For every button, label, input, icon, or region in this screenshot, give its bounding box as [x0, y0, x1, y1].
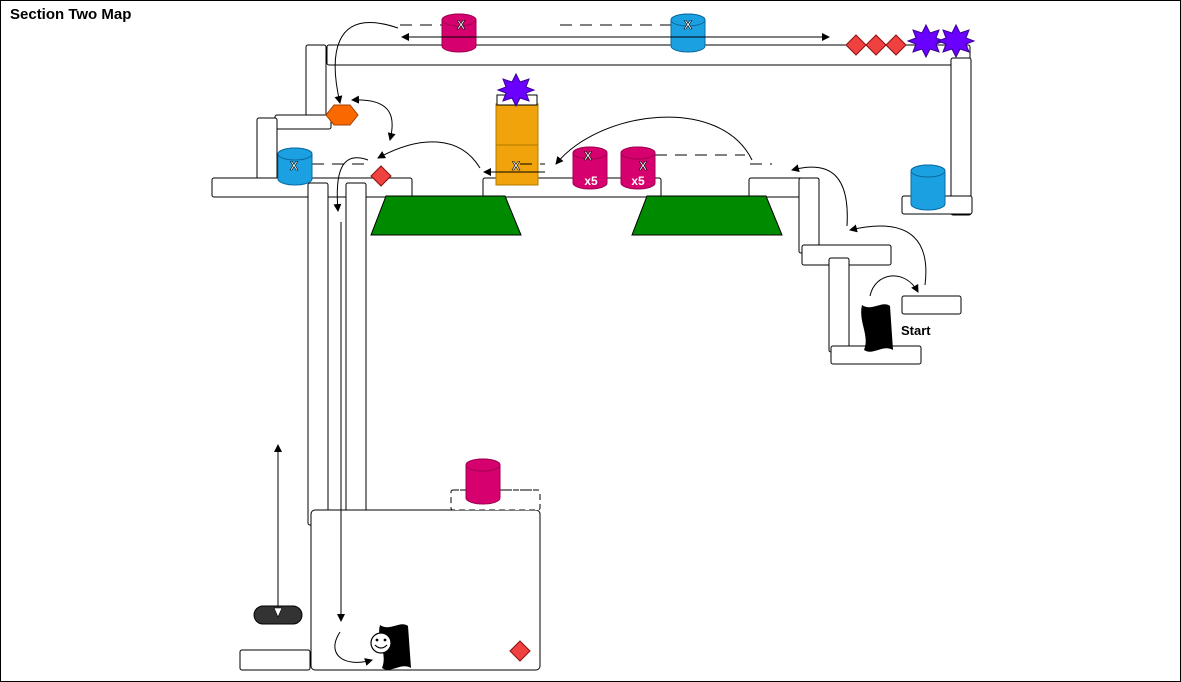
cylinder-mark: X [639, 159, 647, 173]
arrow-to-goal [334, 631, 373, 666]
green-ramp-right [631, 195, 783, 236]
left-shaft-wall [307, 182, 329, 526]
star-icon [496, 72, 536, 108]
cylinder-blue-right [910, 164, 946, 211]
purple-stars [496, 23, 976, 108]
red-diamonds [370, 34, 907, 662]
diamond-icon [845, 34, 867, 56]
chevron-down-icon [273, 607, 283, 618]
cylinder-blue-left [277, 147, 313, 186]
star-icon [936, 23, 976, 59]
start-label: Start [901, 323, 931, 338]
cylinder-mark: X [290, 159, 298, 173]
arrow-mid-to-diamond [377, 141, 481, 169]
bottom-room [310, 509, 541, 671]
top-left-post [305, 44, 327, 119]
arrow-start-jump [869, 275, 919, 297]
platforms [211, 44, 973, 671]
cylinder-magenta-mid-b [620, 146, 656, 190]
green-ramp-left [370, 195, 522, 236]
right-descent-post [798, 177, 820, 254]
start-wall-post [828, 257, 850, 353]
left-step-ledge [274, 114, 332, 130]
dashed-guides [312, 24, 772, 491]
cylinder-mark: X [684, 18, 692, 32]
diamond-icon [865, 34, 887, 56]
diamond-icon [885, 34, 907, 56]
arrow-ledge-climb [849, 224, 927, 286]
count-label: x5 [631, 174, 645, 188]
right-shaft-wall [345, 182, 367, 526]
right-tall-post [950, 57, 972, 216]
bottom-left-ledge [239, 649, 311, 671]
cylinder-mark: X [584, 149, 592, 163]
star-icon [906, 23, 946, 59]
arrow-top-to-hex [334, 22, 399, 104]
hexagon-icon [325, 104, 359, 126]
cylinder-mark: X [457, 18, 465, 32]
arrow-hex-to-ledge [351, 95, 396, 141]
arrow-into-shaft [333, 157, 369, 212]
start-high-ledge [901, 295, 962, 315]
count-label: x5 [584, 174, 598, 188]
smiley-icon [370, 632, 392, 654]
cylinder-magenta-mid-a [572, 146, 608, 190]
cylinder-magenta-bottom [465, 458, 501, 505]
page-title: Section Two Map [10, 6, 132, 23]
diamond-icon [370, 165, 392, 187]
path-arrows [274, 22, 927, 666]
arrow-right-to-mid [555, 116, 753, 165]
flag-icon [861, 304, 893, 352]
arrow-climb-right [791, 164, 848, 227]
diamond-icon [509, 640, 531, 662]
top-long-platform [326, 44, 971, 66]
box-mark: X [512, 159, 520, 173]
